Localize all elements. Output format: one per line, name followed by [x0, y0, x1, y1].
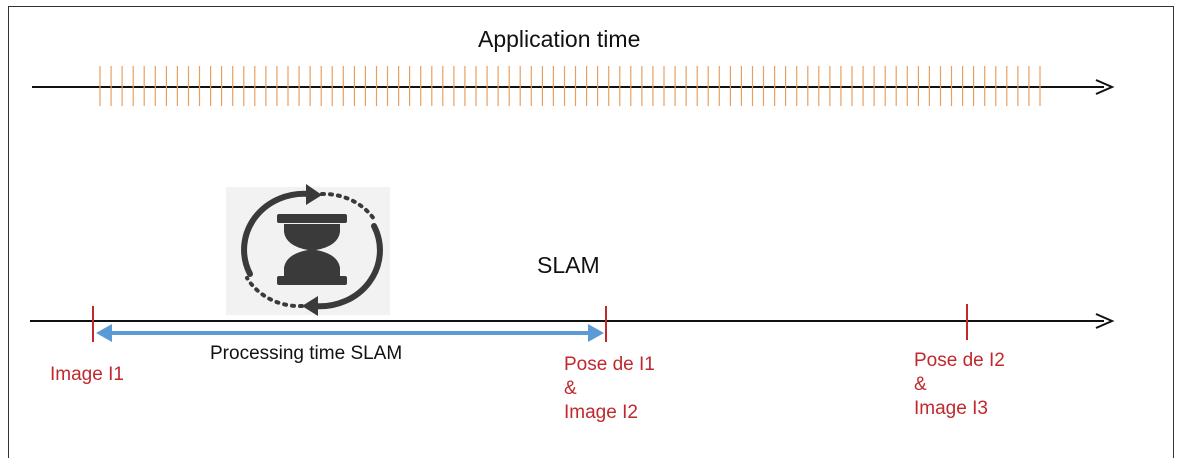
slam-axis-arrowhead — [1095, 313, 1115, 329]
processing-time-span-arrow — [96, 324, 604, 342]
event-label-line: Image I1 — [50, 364, 124, 385]
application-time-ticks — [99, 66, 1041, 106]
application-time-arrowhead — [1095, 79, 1115, 95]
event-label-line: Image I3 — [914, 398, 988, 419]
event-label-line: Image I2 — [564, 402, 638, 423]
processing-time-label: Processing time SLAM — [210, 343, 403, 364]
event-label-line: Pose de I2 — [914, 350, 1005, 371]
slam-title: SLAM — [537, 252, 600, 278]
event-label-line: & — [564, 378, 577, 399]
application-time-title: Application time — [478, 26, 641, 52]
event-label-line: & — [914, 374, 927, 395]
event-label-pose-i1-image-i2: Pose de I1 & Image I2 — [564, 353, 655, 425]
event-label-image-i1: Image I1 — [50, 363, 124, 387]
diagram-frame — [8, 6, 1174, 458]
hourglass-cycle-icon — [226, 184, 390, 316]
event-label-line: Pose de I1 — [564, 354, 655, 375]
event-label-pose-i2-image-i3: Pose de I2 & Image I3 — [914, 349, 1005, 421]
